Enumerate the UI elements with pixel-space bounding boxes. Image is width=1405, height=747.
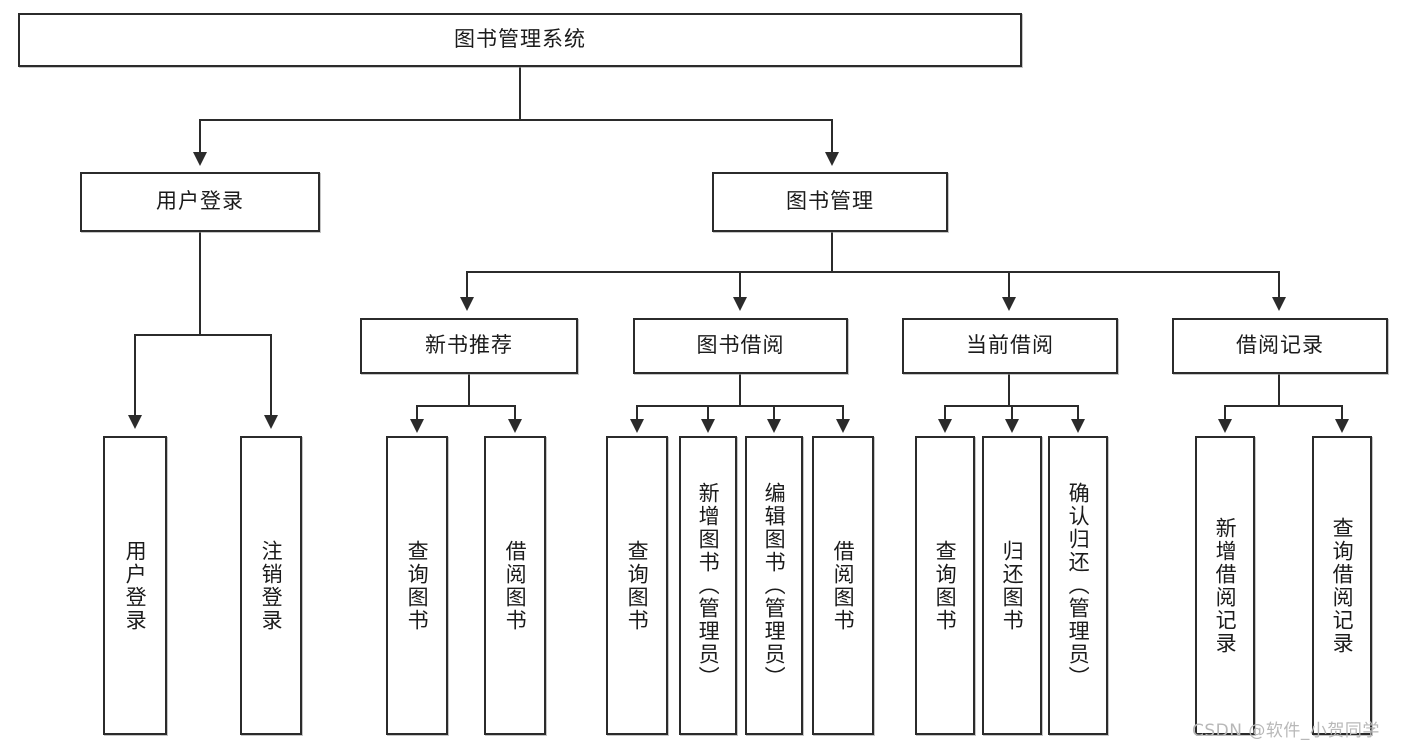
leaf-add-borrow-record[interactable]: 新增借阅记录 (1195, 436, 1255, 735)
edge-stem-current-borrow (1008, 374, 1010, 406)
leaf-add-book-admin[interactable]: 新增图书（管理员） (679, 436, 737, 735)
edge-drop-book-borrow (739, 271, 741, 298)
edge-drop-leaf-9 (944, 405, 946, 420)
arrow-leaf-2 (264, 415, 278, 429)
edge-drop-leaf-6 (707, 405, 709, 420)
node-user-login[interactable]: 用户登录 (80, 172, 320, 232)
leaf-label: 注销登录 (259, 539, 284, 632)
edge-drop-leaf-7 (773, 405, 775, 420)
edge-bus-borrow-record (1224, 405, 1342, 407)
leaf-label: 归还图书 (1000, 539, 1025, 632)
arrow-leaf-6 (701, 419, 715, 433)
edge-drop-user-login (199, 119, 201, 153)
leaf-user-login[interactable]: 用户登录 (103, 436, 167, 735)
edge-bus-new-book-rec (416, 405, 515, 407)
leaf-label: 新增图书（管理员） (696, 482, 721, 689)
node-borrow-record[interactable]: 借阅记录 (1172, 318, 1388, 374)
arrow-leaf-13 (1335, 419, 1349, 433)
leaf-query-borrow-record[interactable]: 查询借阅记录 (1312, 436, 1372, 735)
arrow-book-mgmt (825, 152, 839, 166)
arrow-leaf-3 (410, 419, 424, 433)
leaf-borrow-book-rec[interactable]: 借阅图书 (484, 436, 546, 735)
arrow-leaf-1 (128, 415, 142, 429)
leaf-query-book-borrow[interactable]: 查询图书 (606, 436, 668, 735)
arrow-leaf-5 (630, 419, 644, 433)
leaf-label: 用户登录 (123, 539, 148, 632)
arrow-leaf-10 (1005, 419, 1019, 433)
arrow-leaf-9 (938, 419, 952, 433)
arrow-leaf-11 (1071, 419, 1085, 433)
leaf-query-book-current[interactable]: 查询图书 (915, 436, 975, 735)
edge-bus-book-borrow (636, 405, 843, 407)
edge-drop-borrow-record (1278, 271, 1280, 298)
leaf-logout[interactable]: 注销登录 (240, 436, 302, 735)
arrow-new-book-rec (460, 297, 474, 311)
leaf-edit-book-admin[interactable]: 编辑图书（管理员） (745, 436, 803, 735)
edge-drop-current-borrow (1008, 271, 1010, 298)
edge-drop-book-mgmt (831, 119, 833, 153)
arrow-current-borrow (1002, 297, 1016, 311)
leaf-label: 借阅图书 (503, 539, 528, 632)
leaf-query-book-rec[interactable]: 查询图书 (386, 436, 448, 735)
edge-drop-leaf-2 (270, 334, 272, 416)
arrow-leaf-8 (836, 419, 850, 433)
arrow-book-borrow (733, 297, 747, 311)
edge-drop-leaf-11 (1077, 405, 1079, 420)
leaf-return-book[interactable]: 归还图书 (982, 436, 1042, 735)
leaf-confirm-return-admin[interactable]: 确认归还（管理员） (1048, 436, 1108, 735)
edge-root-stem (519, 67, 521, 120)
arrow-leaf-7 (767, 419, 781, 433)
leaf-label: 新增借阅记录 (1213, 516, 1238, 655)
leaf-borrow-book[interactable]: 借阅图书 (812, 436, 874, 735)
edge-drop-leaf-10 (1011, 405, 1013, 420)
leaf-label: 查询图书 (933, 539, 958, 632)
edge-bus-user-login (134, 334, 271, 336)
edge-drop-leaf-3 (416, 405, 418, 420)
node-root-system[interactable]: 图书管理系统 (18, 13, 1022, 67)
leaf-label: 确认归还（管理员） (1066, 482, 1091, 689)
edge-drop-leaf-5 (636, 405, 638, 420)
node-book-management[interactable]: 图书管理 (712, 172, 948, 232)
edge-bus-level2 (466, 271, 1278, 273)
csdn-watermark: CSDN @软件_小贺同学 (1192, 721, 1380, 741)
edge-drop-new-book-rec (466, 271, 468, 298)
edge-level1-bus (199, 119, 832, 121)
leaf-label: 查询图书 (405, 539, 430, 632)
edge-stem-borrow-record (1278, 374, 1280, 406)
leaf-label: 查询借阅记录 (1330, 516, 1355, 655)
node-current-borrow[interactable]: 当前借阅 (902, 318, 1118, 374)
leaf-label: 借阅图书 (831, 539, 856, 632)
edge-drop-leaf-4 (514, 405, 516, 420)
edge-stem-book-mgmt (831, 232, 833, 272)
arrow-leaf-4 (508, 419, 522, 433)
edge-drop-leaf-1 (134, 334, 136, 416)
node-book-borrow[interactable]: 图书借阅 (633, 318, 848, 374)
leaf-label: 编辑图书（管理员） (762, 482, 787, 689)
arrow-user-login (193, 152, 207, 166)
edge-stem-new-book-rec (468, 374, 470, 406)
edge-drop-leaf-12 (1224, 405, 1226, 420)
arrow-borrow-record (1272, 297, 1286, 311)
edge-drop-leaf-13 (1341, 405, 1343, 420)
arrow-leaf-12 (1218, 419, 1232, 433)
edge-stem-user-login (199, 232, 201, 335)
node-new-book-recommend[interactable]: 新书推荐 (360, 318, 578, 374)
edge-drop-leaf-8 (842, 405, 844, 420)
edge-stem-book-borrow (739, 374, 741, 406)
leaf-label: 查询图书 (625, 539, 650, 632)
